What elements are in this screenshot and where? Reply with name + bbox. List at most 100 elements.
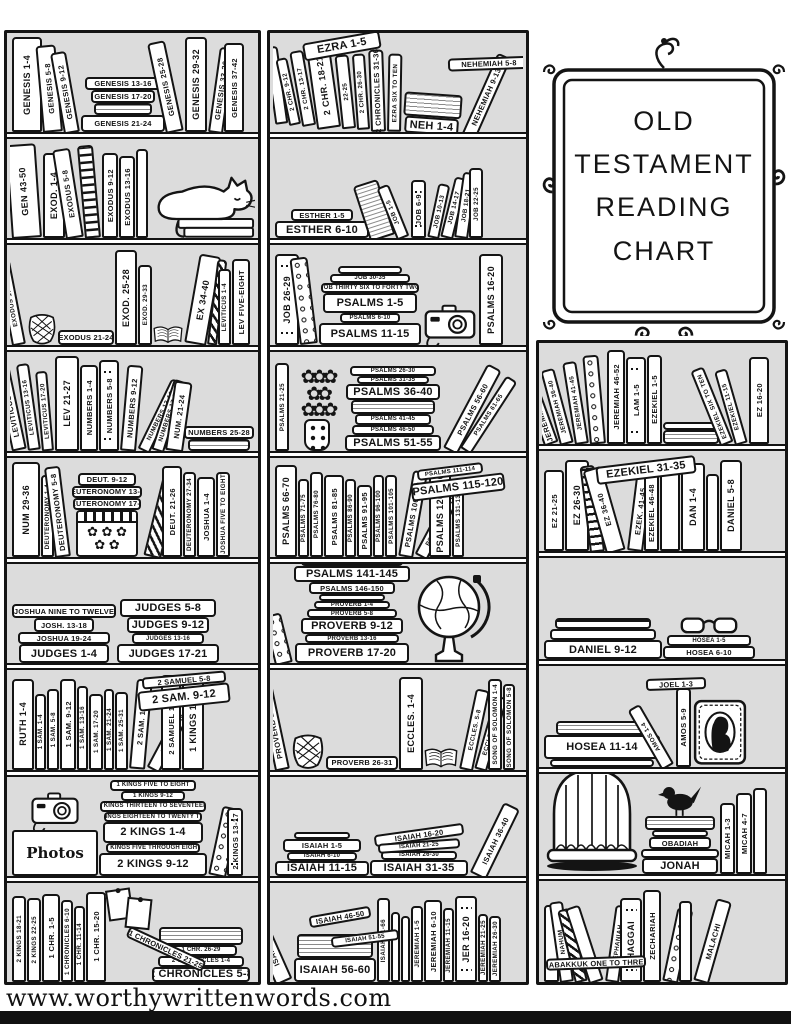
book-spine: PSALMS 66-70 xyxy=(275,464,297,558)
book-label: PROVERB 17-20 xyxy=(307,647,397,660)
silhouette-portrait-illustration xyxy=(692,698,748,766)
book-spine: ZECHARIAH xyxy=(643,890,661,983)
book-label: NEHEMIAH 5-8 xyxy=(461,58,517,70)
book-label: 2 KINGS 18-21 xyxy=(15,915,23,963)
ornate-frame-icon xyxy=(542,37,786,339)
book-horizontal: PSALMS 41-45 xyxy=(355,413,431,425)
book-label: NUMBERS 1-4 xyxy=(84,380,94,436)
book-spine: PSALMS 21-25 xyxy=(275,363,289,451)
title-frame: OLD TESTAMENT READING CHART xyxy=(540,34,788,339)
book-horizontal xyxy=(294,831,350,839)
camera-illustration xyxy=(422,302,478,345)
book-label: PSALMS 71-75 xyxy=(300,494,307,543)
book-label: EZ 26-30 xyxy=(572,485,582,526)
book-label: LEV 21-27 xyxy=(62,379,72,427)
book-spine: DEUTERONOMY 27-34 xyxy=(183,471,196,558)
bottom-edge-bar xyxy=(0,1011,791,1024)
book-horizontal: JOSHUA 19-24 xyxy=(18,632,110,645)
book-horizontal: ESTHER 6-10 xyxy=(275,221,369,239)
book-stack: HOSEA 11-14 xyxy=(544,720,660,767)
flower-vase-illustration: ✿✿✿ ✿✿ ✿✿✿ xyxy=(290,368,344,451)
book-horizontal: NUMBERS 25-28 xyxy=(184,425,254,439)
book-spine: SONG OF SOLOMON 5-8 xyxy=(503,683,515,770)
book-spine: 1 CHRONICLES 6-10 xyxy=(61,900,73,982)
book-label: EXODUS 13-16 xyxy=(122,168,132,226)
book-label: PSALMS 76-80 xyxy=(313,490,320,539)
book-label: DANIEL 5-8 xyxy=(726,479,736,532)
camera-icon xyxy=(31,792,79,830)
book-horizontal: PSALMS 6-10 xyxy=(340,312,400,323)
book-stack xyxy=(663,421,719,444)
book-label: SONG OF SOLOMON 5-8 xyxy=(505,686,513,767)
book-horizontal: HOSEA 1-5 xyxy=(667,635,751,647)
book-spine: 1 SAM. 5-8 xyxy=(47,688,59,770)
book-spine: PSALMS 81-85 xyxy=(324,475,344,558)
book-label: PSALMS 26-30 xyxy=(370,367,416,374)
book-horizontal: PSALMS 1-5 xyxy=(323,292,417,313)
book-label: GENESIS 1-4 xyxy=(22,54,32,115)
camera-icon xyxy=(424,304,476,345)
book-spine: 1 CHR. 15-20 xyxy=(86,891,106,982)
shelf-board xyxy=(7,344,258,352)
book-label: PSALMS 31-35 xyxy=(370,376,416,383)
book-horizontal: DANIEL 9-12 xyxy=(544,640,662,660)
book-label: 2 CHR. 18-21 xyxy=(314,54,333,116)
book-label: DANIEL 9-12 xyxy=(568,643,638,656)
book-spine: DANIEL 5-8 xyxy=(720,459,742,552)
book-label: PSALMS 1-5 xyxy=(336,296,404,309)
book-spine: 1 SAM. 1-4 xyxy=(35,693,46,770)
book-label: RUTH 1-4 xyxy=(18,702,28,747)
book-spine: JEREMIAH 6-10 xyxy=(424,900,442,982)
book-label: JUDGES 17-21 xyxy=(128,647,208,660)
book-label: LAM 1-5 xyxy=(631,384,641,417)
book-horizontal: DEUTERONOMY 17-20 xyxy=(73,497,141,510)
book-spine xyxy=(679,901,692,983)
book-spine: 1 CHR. 1-5 xyxy=(42,894,60,982)
book-label: PROVERB 9-12 xyxy=(311,620,393,633)
book-label: 1 CHR. 1-5 xyxy=(46,917,56,959)
book-label: PROVERB 26-31 xyxy=(331,758,393,768)
book-spine: LEV 21-27 xyxy=(55,355,79,451)
book-spine xyxy=(660,466,680,552)
globe-icon xyxy=(417,575,491,663)
book-horizontal xyxy=(555,618,651,630)
book-spine: EXODUS 9-12 xyxy=(102,152,118,239)
book-horizontal xyxy=(550,758,654,767)
book-label: NUMBERS 25-28 xyxy=(188,427,250,437)
book-label: LEVITICUS 1-4 xyxy=(221,282,228,331)
book-horizontal xyxy=(550,629,656,641)
book-label: MICAH 4-7 xyxy=(739,813,749,855)
book-horizontal xyxy=(94,103,152,116)
shelf-board xyxy=(539,551,785,559)
book-label: OBADIAH xyxy=(661,838,699,848)
book-spine: 1 SAM. 17-20 xyxy=(89,693,103,770)
book-spine: NUMBERS 5-8 xyxy=(99,360,119,451)
shelf-board xyxy=(539,659,785,667)
book-label: MICAH 1-3 xyxy=(723,818,732,860)
book-label: JEREMIAH 11-15 xyxy=(445,917,452,973)
book-label: LEV FIVE-EIGHT xyxy=(236,269,246,335)
book-label: ISAIAH 56-60 xyxy=(299,963,371,976)
book-label: PSALMS 141-145 xyxy=(305,568,399,581)
book-label: PSALMS 91-95 xyxy=(360,492,369,550)
book-label: NUM 29-36 xyxy=(21,484,31,535)
book-horizontal: ISAIAH 46-50 xyxy=(308,905,372,929)
book-label: 2 KINGS 9-12 xyxy=(117,858,189,871)
